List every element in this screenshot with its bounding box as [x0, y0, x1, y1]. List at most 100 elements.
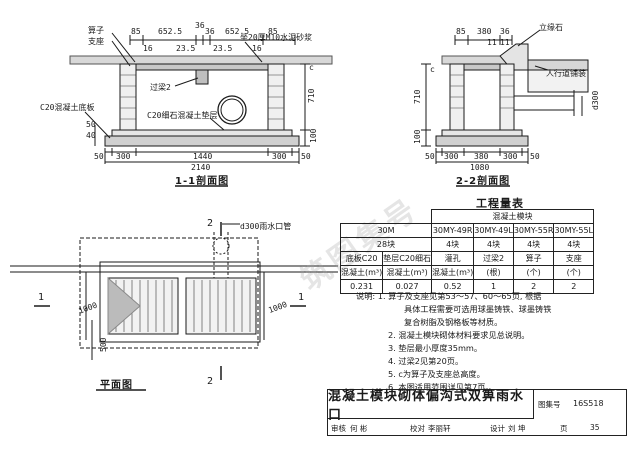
plan-dim-1: 1000: [267, 300, 288, 315]
s11-label-cushion: C20细石混凝土垫层: [147, 110, 217, 120]
caption-section-1-1: 1-1剖面图: [175, 176, 230, 187]
section-1-1: [69, 32, 333, 187]
table-r4-1: 混凝土(m³): [382, 265, 433, 280]
atlas-label: 图集号: [538, 400, 561, 409]
s22-dim-top-1: 380: [477, 27, 492, 36]
table-r3-1: 垫层C20细石: [382, 251, 433, 266]
atlas-number: 16S518: [573, 399, 604, 408]
s22-dim-v-0: 710: [413, 89, 422, 104]
table-r4-4: (个): [512, 265, 555, 280]
table-title: 工程量表: [476, 197, 524, 210]
s11-c-label: c: [309, 63, 314, 72]
s11-dim-total: 2140: [191, 163, 210, 172]
s11-dim-top-3: 36: [205, 27, 215, 36]
s11-dim-top2-1: 23.5: [176, 44, 195, 53]
plan-pipe-label: d300雨水口管: [240, 221, 291, 231]
s11-dim-v-0: 710: [307, 88, 316, 103]
s11-dim-top2-0: 16: [143, 44, 153, 53]
note-line-3: 2. 混凝土模块砌体材料要求见总说明。: [388, 330, 530, 340]
table-col-0: 30M: [339, 223, 433, 238]
table-r5-0: 0.231: [339, 279, 384, 294]
title-signature-row: 审核 何 彬 校对 李丽轩 设计 刘 坤 页 35: [328, 418, 628, 437]
s11-dim-v-1: 100: [309, 128, 318, 143]
s11-label-grate: 算子: [88, 25, 104, 35]
s22-c-label: c: [430, 65, 435, 74]
table-r5-2: 0.52: [431, 279, 475, 294]
s11-label-lintel: 过梁2: [150, 82, 171, 92]
s22-dim-total: 1080: [470, 163, 489, 172]
table-r4-3: (根): [473, 265, 514, 280]
s11-label-mortar: 坐20厚M10水泥砂浆: [240, 32, 312, 42]
s22-dim-top-2: 36: [500, 27, 510, 36]
drawing-title: 混凝土模块砌体偏沟式双箅雨水口: [328, 389, 534, 423]
s22-dim-bot-2: 380: [474, 152, 489, 161]
s22-dim-bot-4: 50: [530, 152, 540, 161]
s11-dim-top-0: 85: [131, 27, 141, 36]
table-count-3: 4块: [512, 237, 555, 252]
table-count-0: 28块: [339, 237, 433, 252]
plan-cut-2-bottom: 2: [207, 376, 213, 387]
table-r4-2: 混凝土(m³): [431, 265, 475, 280]
plan-cut-1-left: 1: [38, 292, 44, 303]
table-r3-0: 底板C20: [339, 251, 384, 266]
table-r3-5: 支座: [553, 251, 595, 266]
s22-dim-v-1: 100: [413, 129, 422, 144]
table-r5-4: 2: [512, 279, 555, 294]
quantity-table: 混凝土模块 30M 30MY-49R 30MY-49L 30MY-55R 30M…: [339, 209, 595, 294]
page-number: 35: [590, 423, 600, 432]
plan-cut-2-top: 2: [207, 218, 213, 229]
s22-label-paving: 人行道铺装: [546, 68, 586, 78]
design-name: 刘 坤: [508, 424, 526, 433]
plan-dim-2: 500: [99, 337, 108, 352]
note-line-0: 说明: 1. 算子及支座见第53～57、60～65页, 根据: [356, 291, 542, 301]
table-count-1: 4块: [431, 237, 475, 252]
s11-dim-top2-3: 16: [252, 44, 262, 53]
s11-dim-top-4: 652.5: [225, 27, 249, 36]
section-2-2: [421, 29, 589, 187]
plan-dim-0: 1000: [77, 301, 98, 316]
note-line-2: 复合树脂及钢格板等材质。: [404, 317, 503, 327]
s22-dim-top-0: 85: [456, 27, 466, 36]
note-line-4: 3. 垫层最小厚度35mm。: [388, 343, 483, 353]
s22-dim-bot-0: 50: [425, 152, 435, 161]
s22-dim-bot-1: 300: [444, 152, 459, 161]
note-line-5: 4. 过梁2见第20页。: [388, 356, 464, 366]
check-label: 校对: [410, 424, 425, 433]
table-r4-0: 混凝土(m³): [339, 265, 384, 280]
table-r3-4: 算子: [512, 251, 555, 266]
s11-dim-small-0: 50: [86, 120, 96, 129]
check-name: 李丽轩: [428, 424, 451, 433]
table-col-4: 30MY-55L: [553, 223, 595, 238]
s11-dim-bot-3: 300: [272, 152, 287, 161]
note-line-7: 6. 本图适用范围详见第7页。: [388, 382, 494, 392]
table-col-2: 30MY-49L: [473, 223, 514, 238]
plan-view: [10, 222, 338, 391]
s11-dim-bot-0: 50: [94, 152, 104, 161]
review-name: 何 彬: [350, 424, 368, 433]
table-r5-3: 1: [473, 279, 514, 294]
page-label: 页: [560, 424, 568, 433]
s11-dim-top-2: 36: [195, 21, 205, 30]
table-count-2: 4块: [473, 237, 514, 252]
note-line-6: 5. c为算子及支座总高度。: [388, 369, 485, 379]
s22-label-curb: 立缘石: [539, 22, 563, 32]
s11-dim-top2-2: 23.5: [213, 44, 232, 53]
plan-cut-1-right: 1: [298, 292, 304, 303]
note-line-1: 具体工程需要可选用球墨铸铁、球墨铸铁: [404, 304, 552, 314]
s11-dim-bot-2: 1440: [193, 152, 212, 161]
table-col-3: 30MY-55R: [512, 223, 555, 238]
table-count-4: 4块: [553, 237, 595, 252]
s11-label-seat: 支座: [88, 36, 104, 46]
table-r4-5: (个): [553, 265, 595, 280]
s22-dim-top2-1: 11: [500, 38, 510, 47]
table-r5-5: 2: [553, 279, 595, 294]
table-r3-3: 过梁2: [473, 251, 514, 266]
s22-dim-top2-0: 11: [487, 38, 497, 47]
review-label: 审核: [331, 424, 346, 433]
s11-dim-top-1: 652.5: [158, 27, 182, 36]
s11-dim-bot-1: 300: [116, 152, 131, 161]
s22-dim-bot-3: 300: [503, 152, 518, 161]
table-col-1: 30MY-49R: [431, 223, 475, 238]
s11-dim-small-1: 40: [86, 131, 96, 140]
